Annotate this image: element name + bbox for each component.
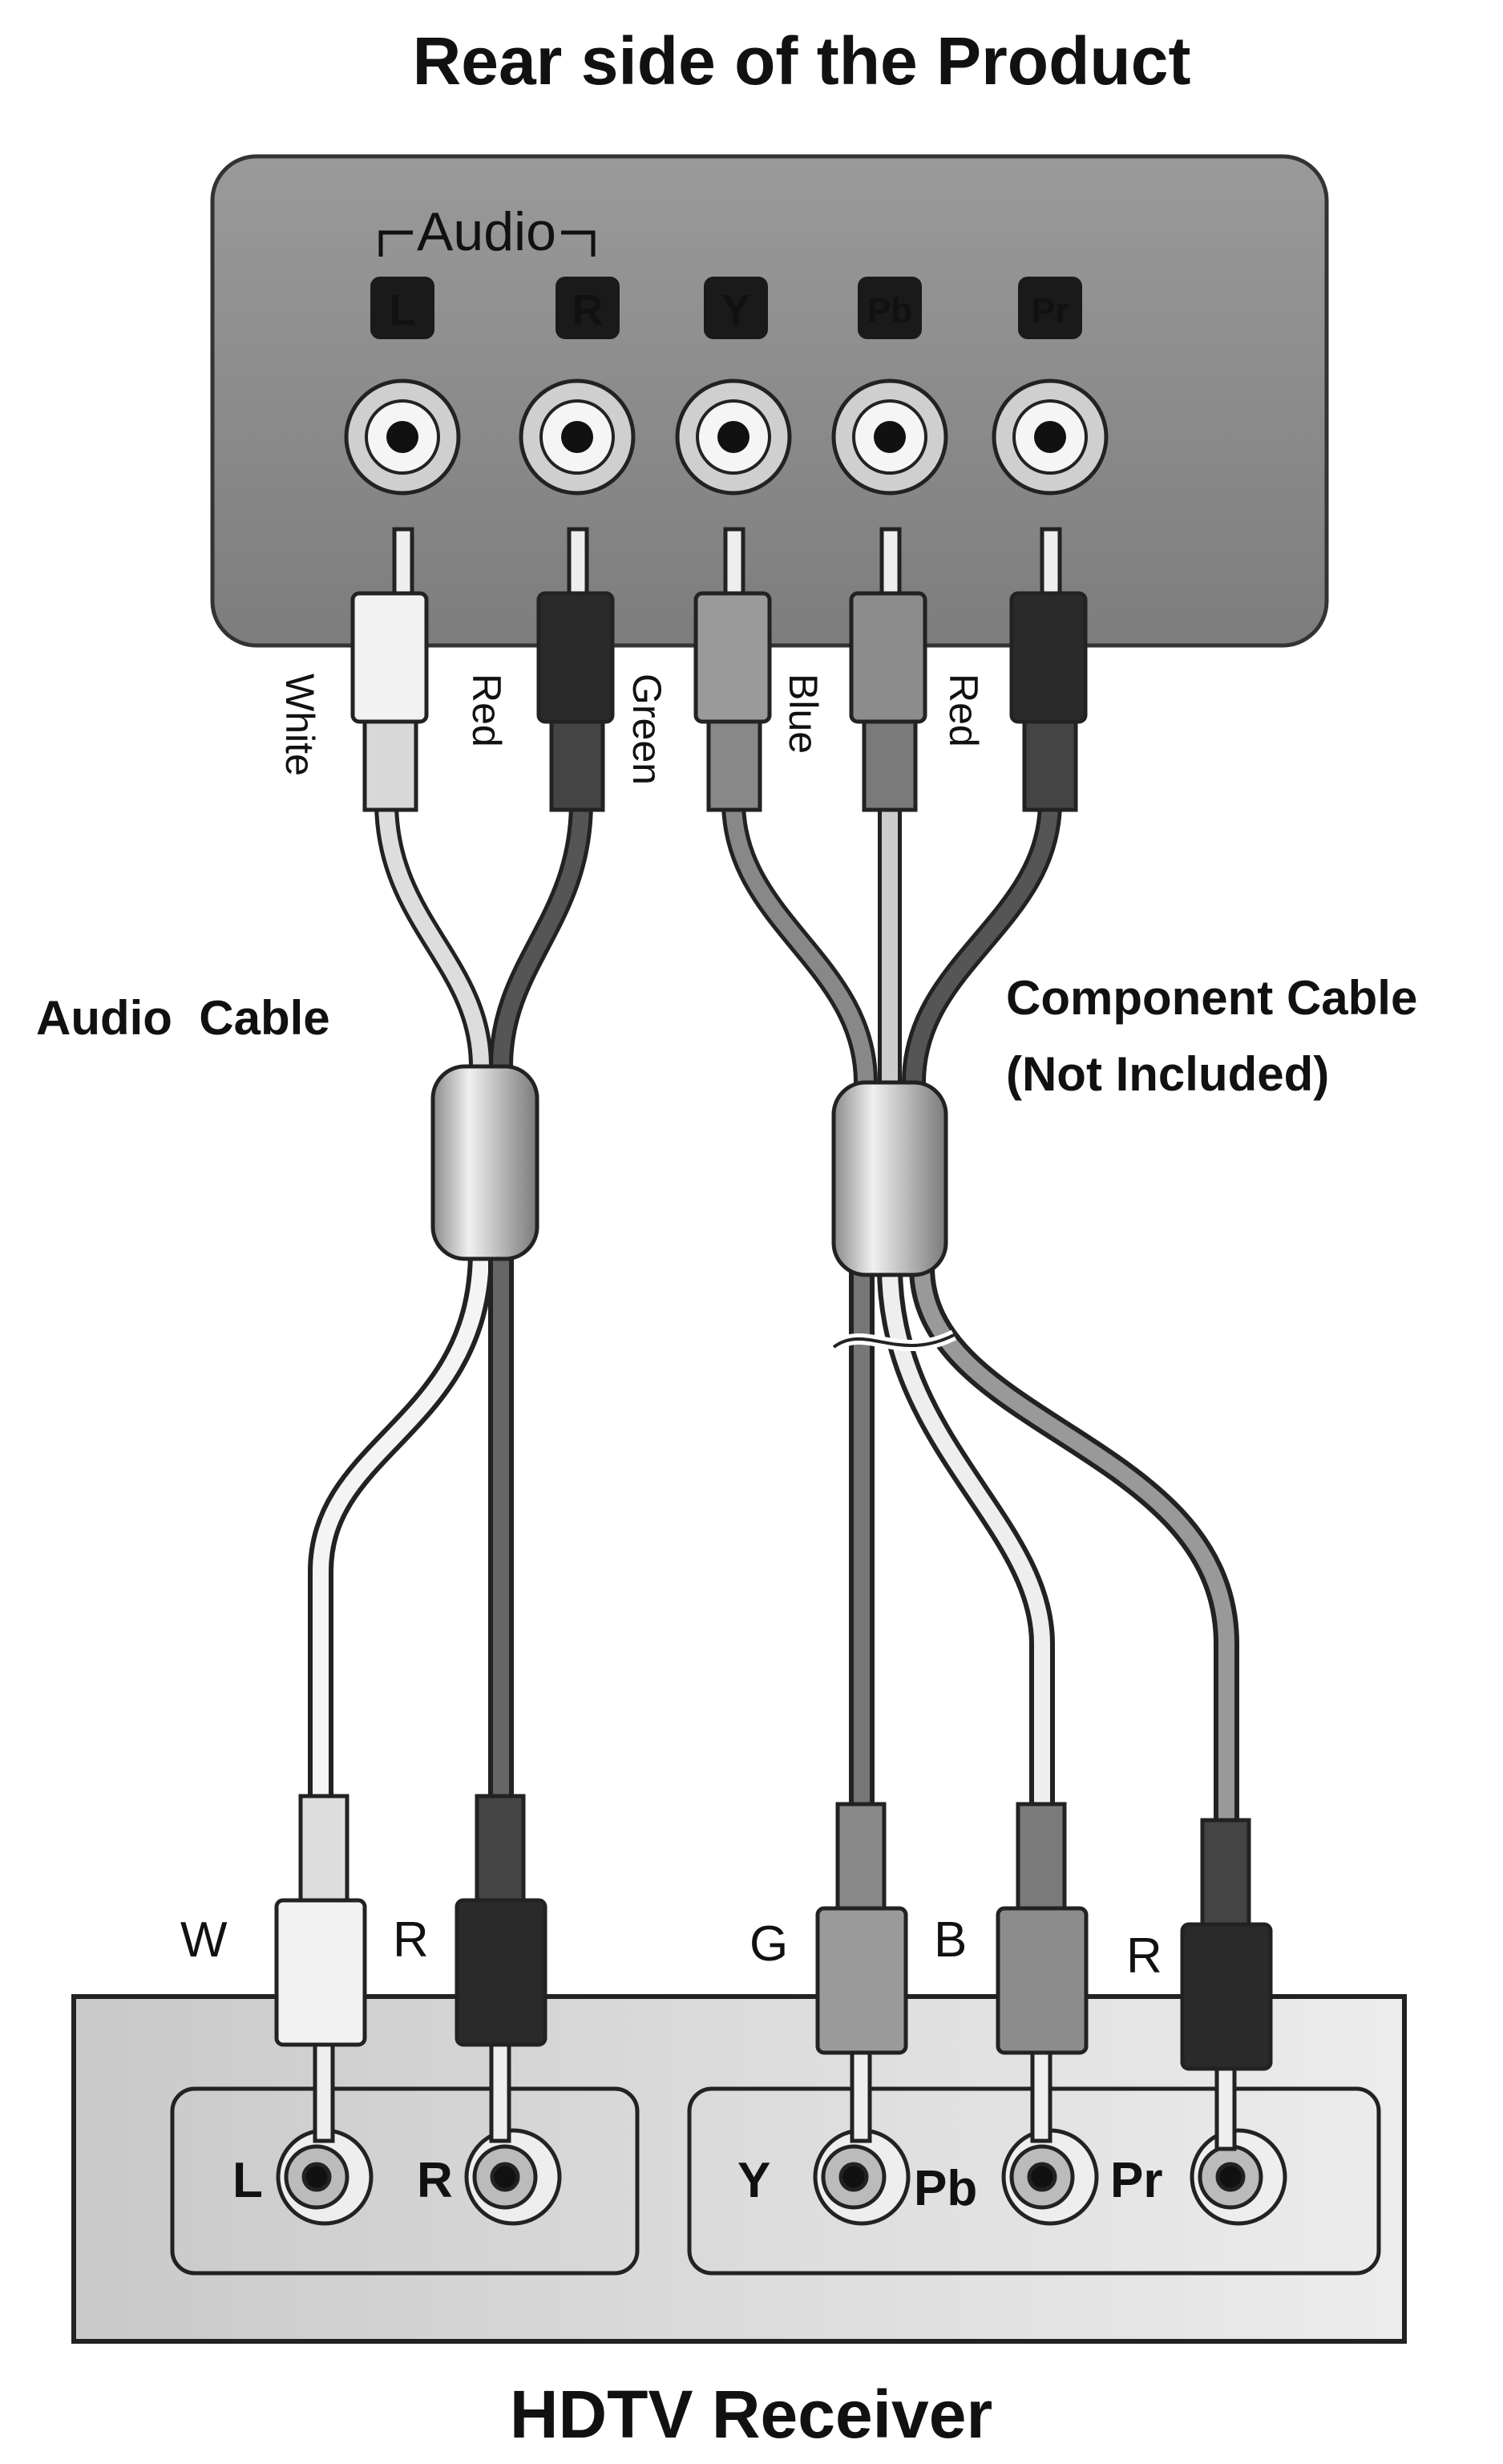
svg-text:Pb: Pb	[867, 291, 912, 330]
svg-text:R: R	[572, 286, 604, 334]
plug-blue-top	[849, 527, 927, 812]
cable-label-red2: Red	[941, 674, 986, 747]
receiver-jack-L	[276, 2128, 374, 2226]
audio-cable-label: Audio Cable	[36, 991, 330, 1045]
audio-cable-ferrite	[430, 1064, 539, 1261]
plug-white-bottom	[274, 1794, 367, 2143]
plug-label-R2: R	[1126, 1928, 1162, 1984]
cable-break-mark	[830, 1329, 957, 1352]
page-title: Rear side of the Product	[413, 23, 1191, 99]
product-jack-R	[519, 378, 636, 496]
svg-text:L: L	[390, 286, 416, 334]
receiver-jack-Pr	[1190, 2128, 1287, 2226]
receiver-label-L: L	[232, 2153, 263, 2208]
jack-label-L: L	[370, 277, 434, 339]
product-jack-Pr	[992, 378, 1109, 496]
plug-red2-top	[1009, 527, 1088, 812]
receiver-title: HDTV Receiver	[510, 2377, 992, 2452]
svg-text:Y: Y	[721, 286, 750, 334]
receiver-jack-Pb	[1001, 2128, 1099, 2226]
jack-label-Y: Y	[704, 277, 768, 339]
cable-label-red: Red	[464, 674, 509, 747]
svg-text:Pr: Pr	[1032, 291, 1069, 330]
component-cable-note: (Not Included)	[1006, 1047, 1329, 1101]
receiver-label-Pr: Pr	[1110, 2153, 1162, 2208]
plug-label-R: R	[393, 1912, 429, 1968]
audio-group-label: Audio	[417, 201, 556, 262]
receiver-label-Y: Y	[737, 2153, 770, 2208]
plug-label-B: B	[934, 1912, 967, 1968]
top-plugs	[350, 527, 1088, 812]
receiver-label-R: R	[417, 2153, 453, 2208]
jack-label-Pr: Pr	[1018, 277, 1082, 339]
component-cable-label: Component Cable	[1006, 971, 1417, 1025]
cable-label-white: White	[277, 674, 322, 776]
receiver-jacks	[276, 2128, 1287, 2226]
bottom-plugs	[274, 1794, 1273, 2151]
product-jack-Pb	[831, 378, 948, 496]
plug-label-W: W	[180, 1912, 228, 1968]
plug-red-bottom	[455, 1794, 547, 2143]
receiver-jack-Y	[813, 2128, 911, 2226]
plug-red-top	[536, 527, 615, 812]
cable-label-green: Green	[624, 674, 669, 785]
jack-label-R: R	[556, 277, 620, 339]
product-rear-panel: Audio L R Y Pb Pr	[210, 154, 1329, 648]
jack-label-Pb: Pb	[858, 277, 922, 339]
plug-white-top	[350, 527, 429, 812]
product-jack-L	[344, 378, 461, 496]
audio-cable	[308, 790, 593, 1817]
plug-red2-bottom	[1180, 1818, 1273, 2151]
receiver-label-Pb: Pb	[914, 2161, 977, 2216]
product-jack-Y	[675, 378, 792, 496]
plug-green-bottom	[815, 1802, 908, 2143]
component-cable-ferrite	[831, 1080, 948, 1277]
cable-label-blue: Blue	[781, 674, 826, 754]
plug-blue-bottom	[996, 1802, 1089, 2143]
receiver-jack-R	[464, 2128, 562, 2226]
plug-green-top	[693, 527, 772, 812]
plug-label-G: G	[749, 1916, 788, 1972]
component-cable	[721, 790, 1239, 1833]
